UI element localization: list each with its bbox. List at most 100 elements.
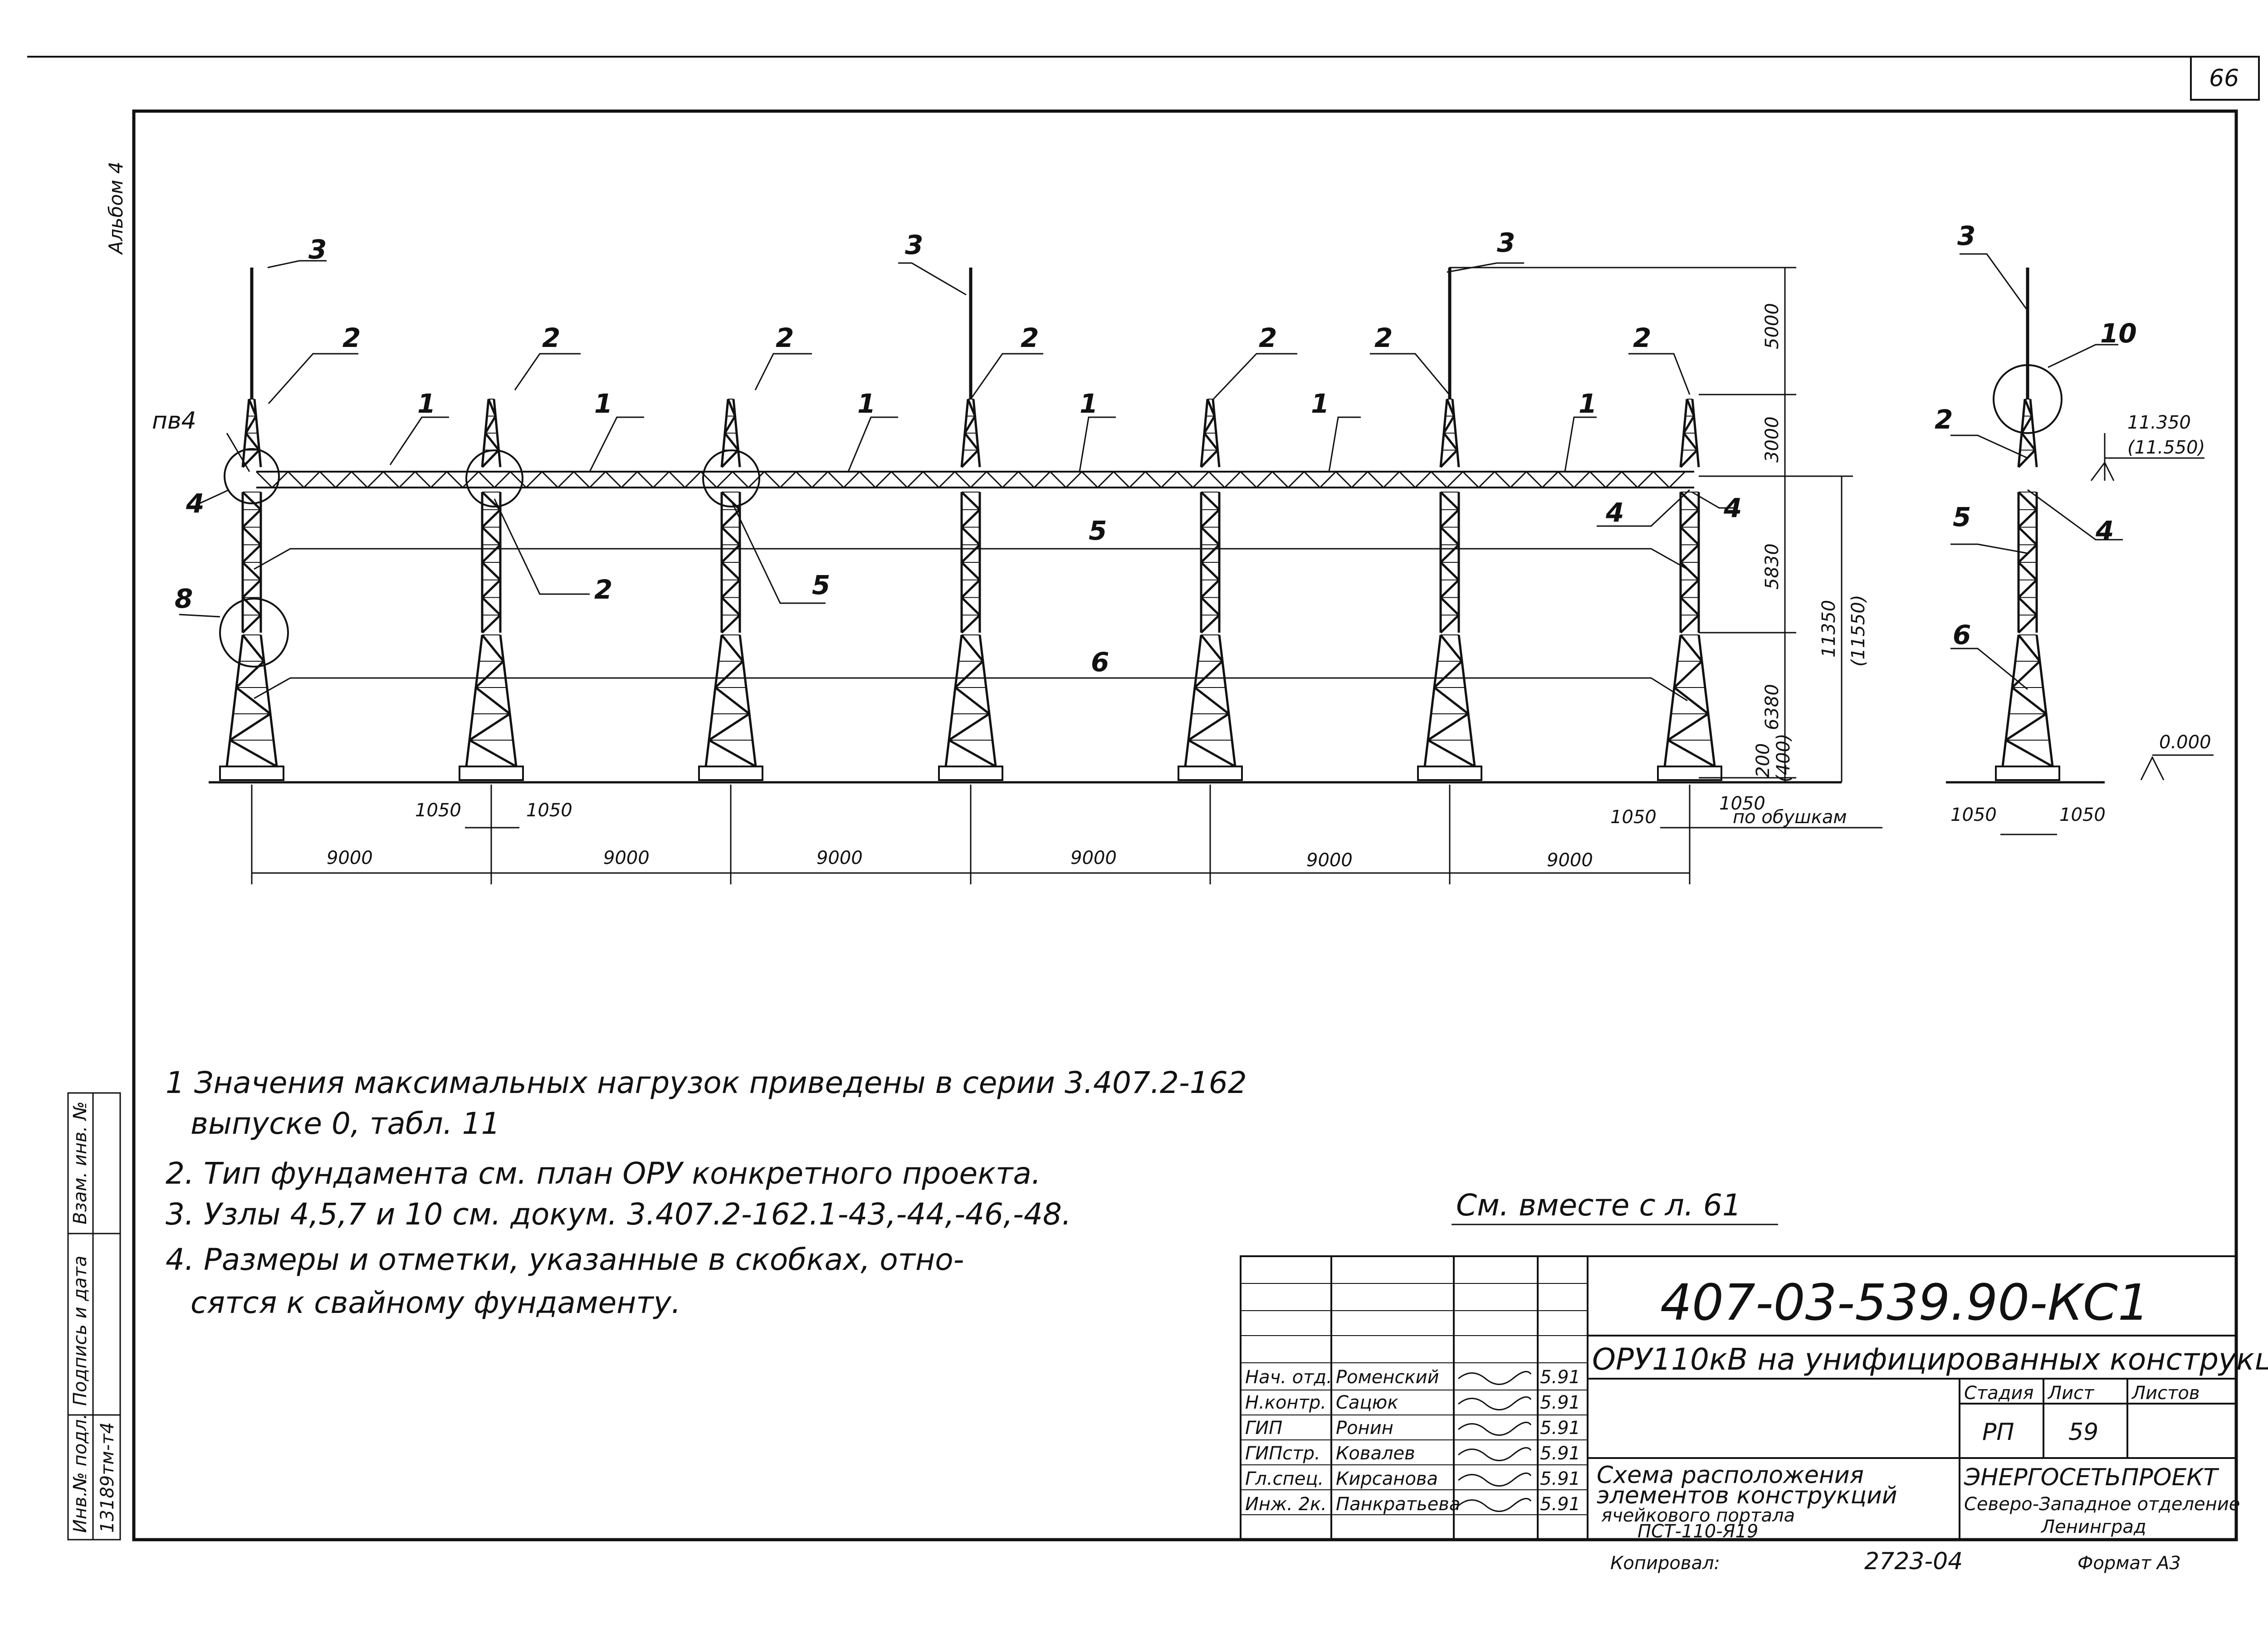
portal-tower [1178, 399, 1243, 781]
left-margin-stamp [67, 1092, 121, 1541]
foot-dim: 1050 [1950, 805, 1997, 825]
label-part-5: 5 [812, 570, 830, 600]
signer-name: Панкратьева [1336, 1494, 1460, 1515]
see-also: См. вместе с л. 61 [1456, 1188, 1741, 1223]
vertical-dimensions [1449, 267, 1853, 782]
label-part-2: 2 [342, 322, 361, 353]
album-label: Альбом 4 [105, 161, 127, 255]
dim-400: (400) [1773, 733, 1794, 782]
margin-sign-label: Подпись и дата [70, 1256, 91, 1406]
span-dim: 9000 [1306, 850, 1353, 871]
signer-role: Инж. 2к. [1245, 1494, 1327, 1515]
dim-5830: 5830 [1762, 543, 1783, 590]
portal-tower [698, 399, 763, 781]
level-marks [2090, 433, 2214, 780]
span-dim: 9000 [327, 848, 373, 868]
label-part-8: 8 [175, 583, 193, 614]
span-dimensions [251, 785, 2057, 884]
margin-inv-value: 13189тм-т4 [97, 1422, 118, 1533]
footer-format: Формат А3 [2077, 1553, 2181, 1574]
foot-dim: 1050 [1719, 793, 1765, 814]
label-part-4: 4 [186, 488, 204, 519]
drawing-frame [27, 56, 2260, 1541]
span-dim: 9000 [1547, 850, 1593, 871]
span-dim: 9000 [603, 848, 650, 868]
note-line: 2. Тип фундамента см. план ОРУ конкретно… [166, 1156, 1041, 1191]
side-view-tower [1995, 268, 2060, 781]
note-line: 3. Узлы 4,5,7 и 10 см. докум. 3.407.2-16… [166, 1197, 1071, 1232]
label-part-10: 10 [2100, 318, 2137, 349]
signature-scribble [1458, 1497, 1532, 1512]
signer-name: Ковалев [1336, 1443, 1415, 1464]
label-part-4: 4 [1723, 493, 1742, 523]
label-part-1: 1 [594, 388, 612, 419]
portal-tower [459, 399, 524, 781]
label-part-2: 2 [1633, 322, 1651, 353]
stage-value: РП [1982, 1419, 2014, 1446]
label-part-5: 5 [1089, 515, 1107, 546]
label-part-1: 1 [1579, 388, 1597, 419]
sheet-title-line: ячейкового портала [1601, 1505, 1795, 1526]
signer-date: 5.91 [1540, 1468, 1580, 1489]
dim-6380: 6380 [1762, 684, 1783, 730]
mark-zero: 0.000 [2159, 732, 2211, 753]
label-part-3: 3 [1497, 227, 1515, 258]
label-part-1: 1 [1311, 388, 1329, 419]
signer-name: Ронин [1336, 1418, 1393, 1439]
stage-label: Стадия [1964, 1383, 2033, 1404]
margin-replace-label: Взам. инв. № [70, 1101, 91, 1224]
signature-scribble [1458, 1396, 1532, 1410]
label-part-2: 2 [1021, 322, 1039, 353]
label-node-left: пв4 [152, 407, 196, 434]
org-city: Ленинград [2040, 1517, 2146, 1537]
mark-top: 11.350 [2127, 412, 2191, 433]
project-title: ОРУ110кВ на унифицированных конструкциях [1592, 1342, 2268, 1377]
signer-name: Кирсанова [1336, 1468, 1438, 1489]
portal-tower [938, 268, 1003, 781]
doc-code: 407-03-539.90-КС1 [1660, 1273, 2150, 1332]
portal-tower [1417, 268, 1482, 781]
signature-scribble [1458, 1371, 1532, 1385]
dim-5000: 5000 [1762, 303, 1783, 349]
signer-name: Роменский [1336, 1367, 1439, 1388]
label-part-2: 2 [1374, 322, 1393, 353]
detail-circles [219, 364, 2063, 668]
foot-dim: 1050 [415, 800, 461, 821]
dim-200: 200 [1753, 743, 1774, 778]
dim-by-axes: по обушкам [1733, 807, 1847, 828]
span-dim: 9000 [1070, 848, 1117, 868]
mark-top-pile: (11.550) [2127, 437, 2205, 458]
label-part-3: 3 [905, 229, 923, 260]
crossbeam [255, 470, 1694, 489]
label-part-5: 5 [1953, 502, 1971, 532]
leader-lines [179, 253, 2123, 702]
title-block [1240, 1255, 2237, 1541]
foot-dim: 1050 [1610, 807, 1657, 828]
sheet-title-line: Схема расположения [1597, 1462, 1864, 1489]
sheet-label: Лист [2047, 1383, 2095, 1404]
sheet-number: 66 [2209, 65, 2239, 92]
span-dim: 9000 [816, 848, 863, 868]
label-part-2: 2 [776, 322, 794, 353]
dim-total-height-pile: (11550) [1848, 595, 1869, 667]
org-name: ЭНЕРГОСЕТЬПРОЕКТ [1964, 1464, 2219, 1491]
note-line: выпуске 0, табл. 11 [191, 1106, 500, 1141]
footer-copied: Копировал: [1610, 1553, 1720, 1574]
label-part-1: 1 [1080, 388, 1098, 419]
signer-role: Н.контр. [1245, 1392, 1326, 1413]
sheet-value: 59 [2068, 1419, 2098, 1446]
foot-dim: 1050 [2059, 805, 2106, 825]
sheet-title-line: ПСТ-110-Я19 [1637, 1521, 1758, 1542]
label-part-3: 3 [308, 234, 327, 265]
portal-tower [1657, 399, 1722, 781]
org-branch: Северо-Западное отделение [1964, 1494, 2240, 1515]
label-part-4: 4 [2095, 515, 2114, 546]
signer-date: 5.91 [1540, 1418, 1580, 1439]
signer-date: 5.91 [1540, 1367, 1580, 1388]
label-part-6: 6 [1953, 619, 1971, 650]
signer-date: 5.91 [1540, 1392, 1580, 1413]
label-part-2: 2 [1935, 404, 1953, 435]
signer-name: Сацюк [1336, 1392, 1398, 1413]
